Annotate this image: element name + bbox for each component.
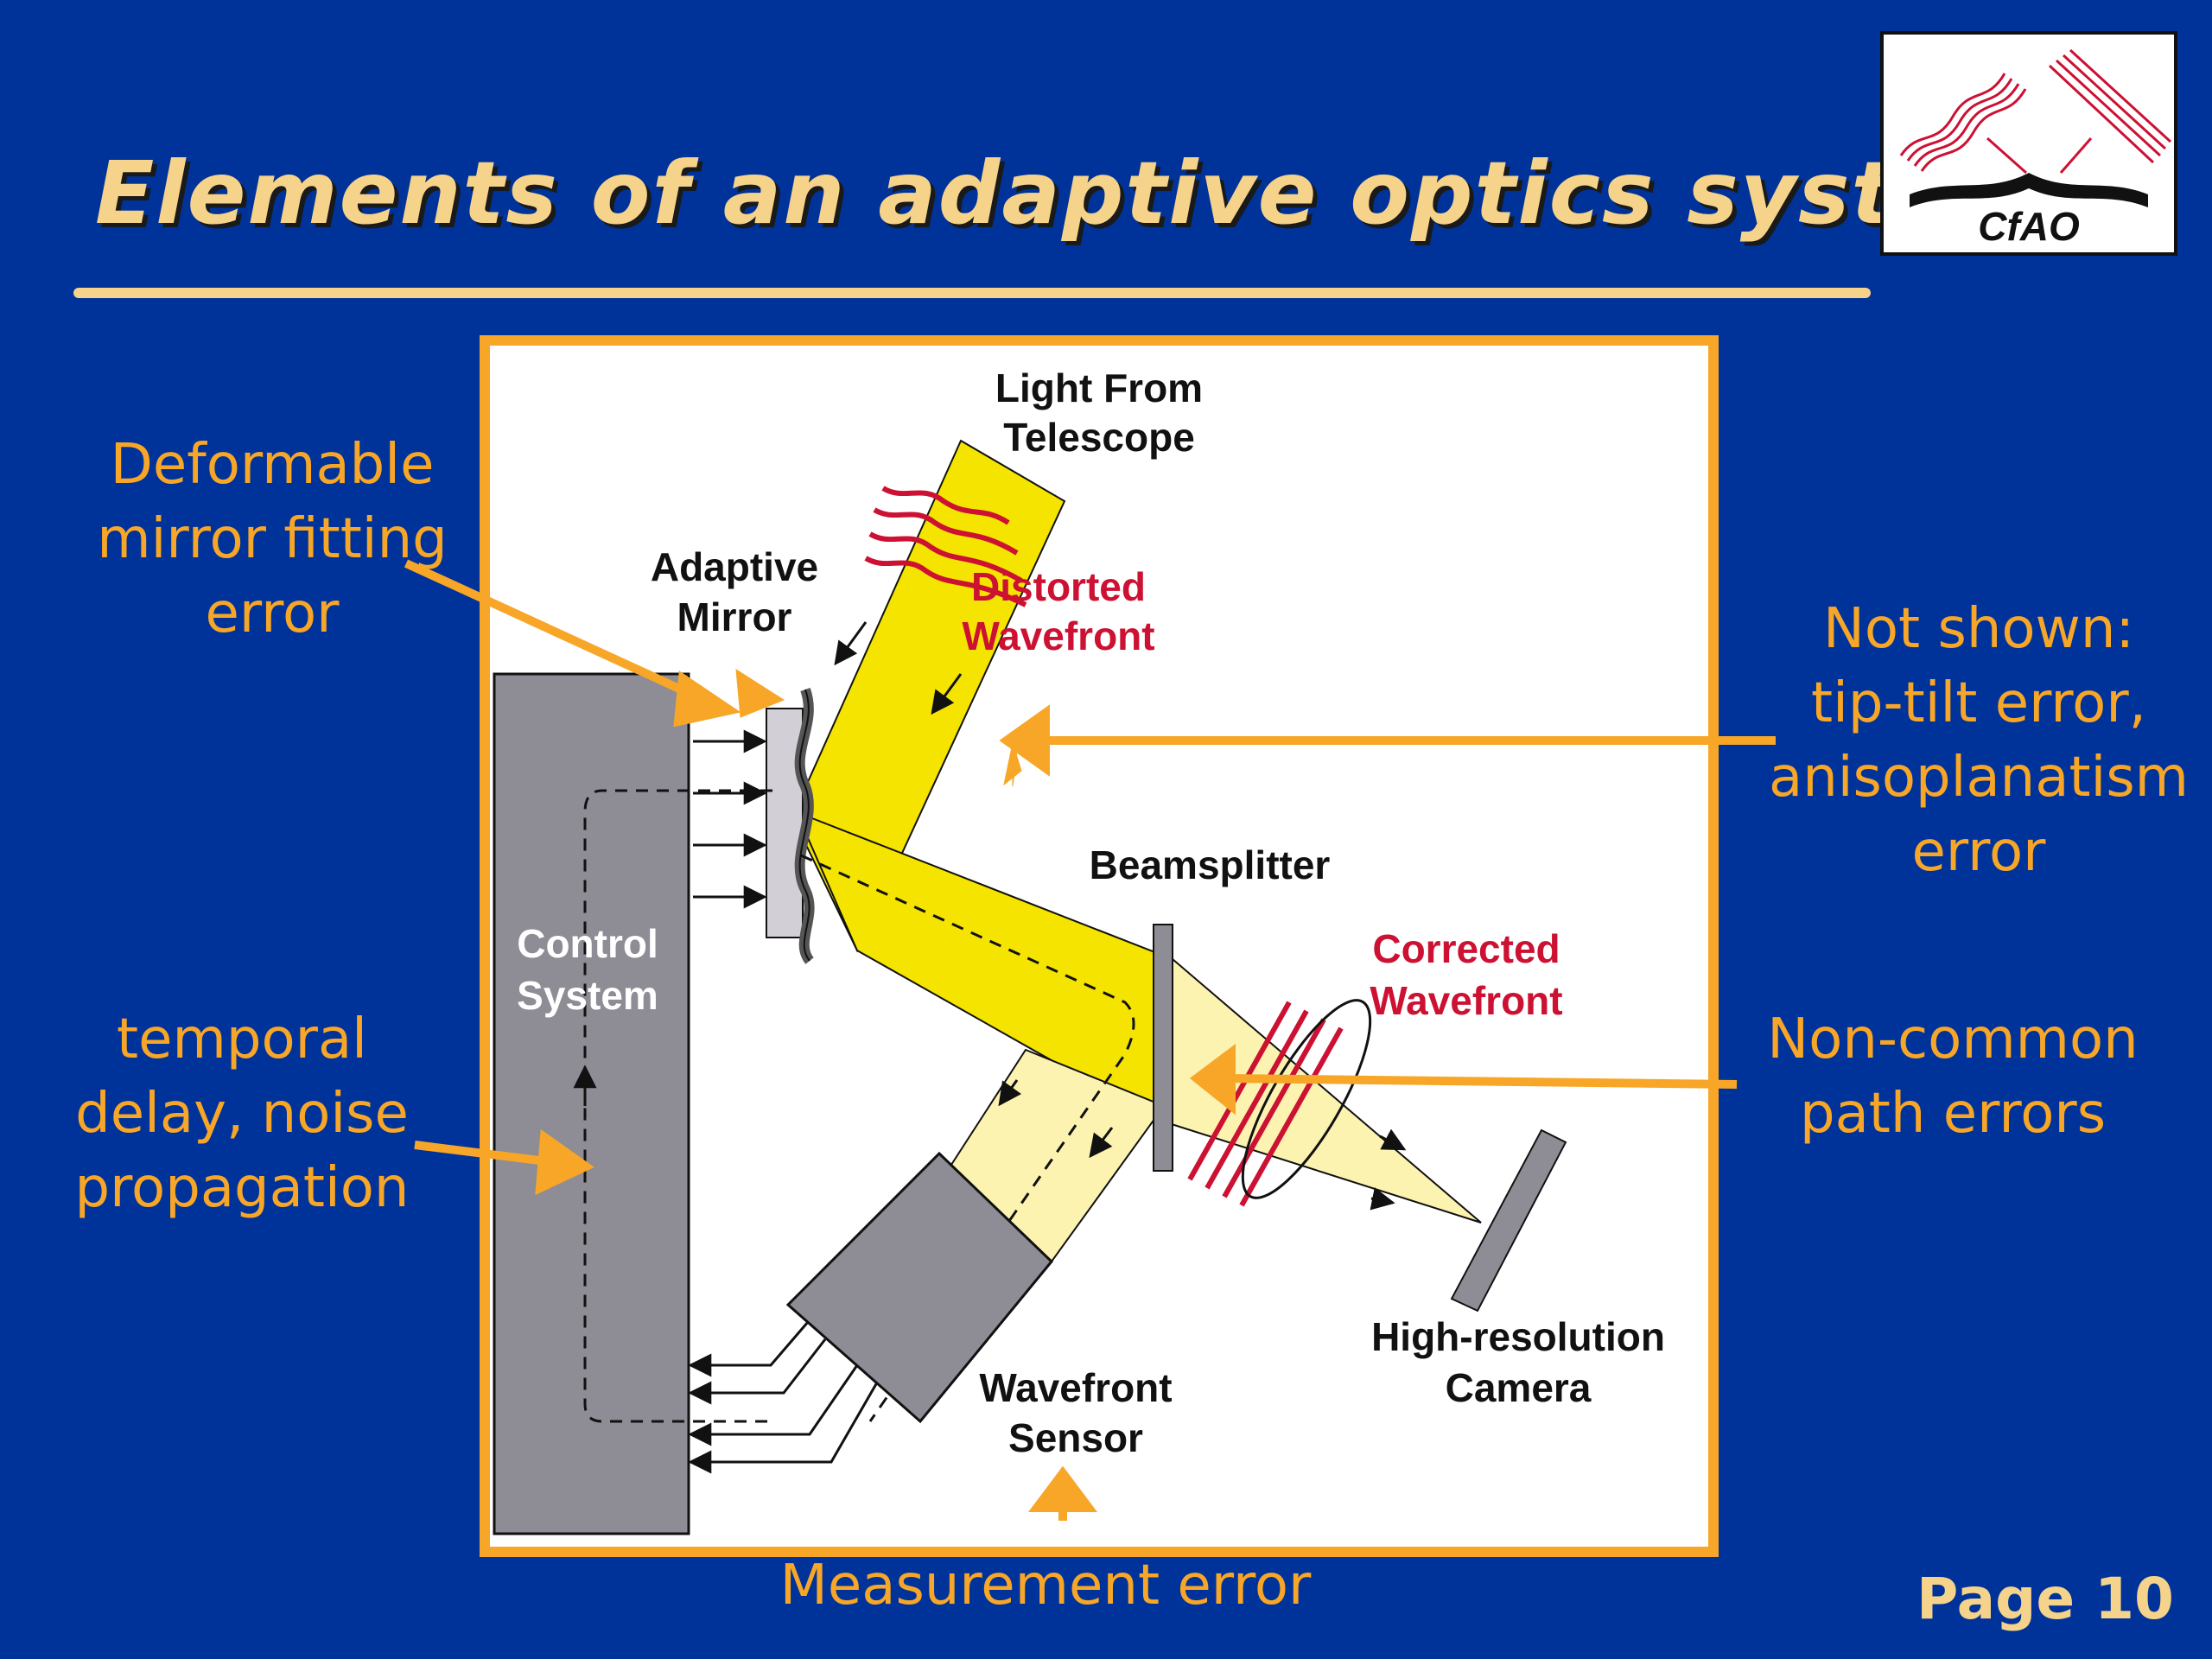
label-distorted-2: Wavefront	[962, 613, 1154, 658]
slide-title: Elements of an adaptive optics system	[95, 143, 2047, 244]
callout-not-shown-line-3: anisoplanatism	[1768, 746, 2190, 810]
callout-deformable: Deformable mirror fitting error	[82, 428, 462, 651]
label-corrected-2: Wavefront	[1370, 978, 1562, 1023]
adaptive-optics-diagram: Light From Telescope Distorted Wavefront…	[493, 365, 1665, 1535]
label-adaptive-2: Mirror	[677, 594, 792, 639]
callout-deformable-line-2: mirror fitting	[97, 507, 448, 571]
callout-temporal: temporal delay, noise propagation	[52, 1002, 432, 1225]
beamsplitter	[1153, 924, 1173, 1172]
sensor-output-lines	[688, 1321, 879, 1474]
label-light-from-1: Light From	[995, 365, 1203, 410]
callout-not-shown: Not shown: tip-tilt error, anisoplanatis…	[1763, 592, 2195, 889]
callout-temporal-line-3: propagation	[74, 1156, 410, 1220]
label-sensor-2: Sensor	[1008, 1415, 1143, 1460]
label-sensor-1: Wavefront	[979, 1365, 1172, 1410]
high-resolution-camera	[1450, 1128, 1567, 1313]
callout-non-common-line-1: Non-common	[1767, 1007, 2139, 1071]
label-control-2: System	[517, 973, 658, 1018]
cfao-logo-graphic: CfAO	[1899, 48, 2172, 249]
label-camera-1: High-resolution	[1371, 1314, 1665, 1359]
callout-non-common: Non-common path errors	[1745, 1002, 2160, 1151]
control-system-box	[493, 672, 690, 1535]
control-loop-path	[583, 789, 775, 1423]
title-rule	[73, 288, 1871, 298]
distorted-wavefront-lines	[864, 486, 1027, 607]
callout-not-shown-line-4: error	[1911, 820, 2046, 884]
label-distorted-1: Distorted	[971, 564, 1146, 609]
callout-non-common-line-2: path errors	[1799, 1082, 2107, 1146]
label-camera-2: Camera	[1446, 1365, 1592, 1410]
cfao-logo: CfAO	[1880, 31, 2177, 256]
label-control-1: Control	[517, 921, 658, 966]
callout-temporal-line-1: temporal	[117, 1007, 367, 1071]
adaptive-mirror-actuator-block	[766, 708, 804, 938]
callout-measurement: Measurement error	[779, 1554, 1312, 1618]
callout-deformable-line-3: error	[205, 582, 340, 645]
label-light-from-2: Telescope	[1003, 415, 1195, 460]
label-adaptive-1: Adaptive	[651, 544, 818, 589]
callout-temporal-line-2: delay, noise	[75, 1082, 409, 1146]
wavefront-sensor-body	[785, 1151, 1054, 1424]
callout-deformable-line-1: Deformable	[110, 433, 435, 497]
page-number: Page 10	[1916, 1566, 2174, 1632]
logo-text: CfAO	[1978, 204, 2080, 249]
callout-not-shown-line-2: tip-tilt error,	[1811, 671, 2146, 735]
callout-not-shown-line-1: Not shown:	[1823, 597, 2134, 661]
label-beamsplitter: Beamsplitter	[1090, 842, 1331, 887]
corrected-wavefront-lines	[1187, 1001, 1344, 1207]
label-corrected-1: Corrected	[1372, 926, 1560, 971]
actuator-arrows	[693, 729, 767, 909]
diagram-panel: Light From Telescope Distorted Wavefront…	[480, 335, 1719, 1557]
